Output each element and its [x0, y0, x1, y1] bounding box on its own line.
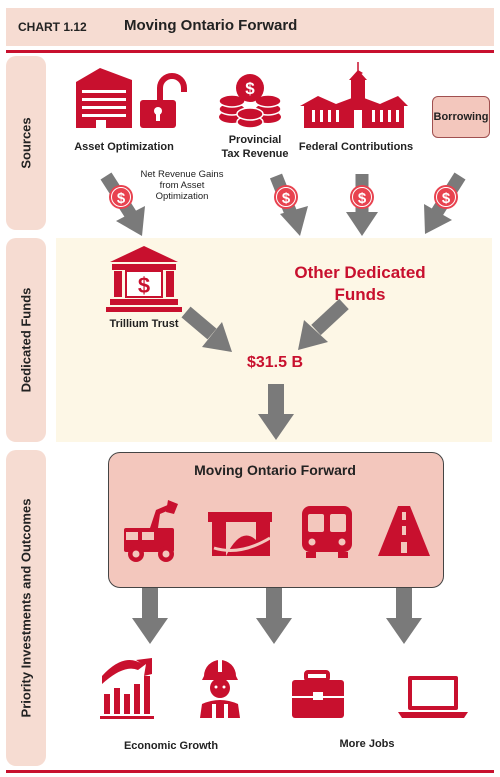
net-revenue-gains-line2: from Asset	[159, 180, 205, 191]
net-revenue-gains-line3: Optimization	[155, 191, 209, 202]
svg-text:$: $	[358, 190, 367, 207]
svg-text:$: $	[138, 273, 150, 298]
arrow-trillium-to-total	[181, 306, 232, 352]
provincial-tax-label-line2: Tax Revenue	[221, 148, 289, 160]
construction-worker-icon	[200, 660, 240, 718]
unlocked-padlock-icon	[140, 73, 187, 128]
dollar-coin-icon: $	[274, 185, 298, 209]
other-dedicated-funds-line1: Other Dedicated	[294, 263, 426, 282]
arrow-outcome-2	[256, 588, 292, 644]
asset-optimization-label: Asset Optimization	[74, 141, 174, 153]
svg-text:$: $	[117, 190, 126, 207]
net-revenue-gains-line1: Net Revenue Gains	[140, 169, 224, 180]
moving-ontario-forward-box	[108, 452, 444, 588]
coin-stack-icon: $	[218, 74, 282, 129]
arrow-outcome-1	[132, 588, 168, 644]
construction-vehicle-icon	[124, 500, 178, 562]
arrow-other-to-total	[298, 298, 349, 350]
provincial-tax-label-line1: Provincial	[228, 134, 282, 146]
bottom-rule	[6, 770, 494, 773]
trillium-trust-label: Trillium Trust	[109, 318, 179, 330]
svg-text:$: $	[245, 79, 255, 98]
more-jobs-label: More Jobs	[339, 738, 395, 750]
arrow-outcome-3	[386, 588, 422, 644]
sources-band	[6, 56, 46, 230]
svg-text:$: $	[442, 190, 451, 207]
bus-icon	[302, 506, 352, 558]
svg-text:$: $	[282, 190, 291, 207]
briefcase-icon	[292, 670, 344, 718]
arrow-total-to-outcomes	[258, 384, 294, 440]
federal-contributions-label: Federal Contributions	[298, 141, 414, 153]
top-rule	[6, 50, 494, 53]
other-dedicated-funds-line2: Funds	[334, 285, 386, 304]
borrowing-box: Borrowing	[432, 96, 490, 138]
road-icon	[378, 506, 430, 556]
growth-chart-icon	[100, 658, 154, 719]
total-funds-value: $31.5 B	[246, 354, 304, 371]
economic-growth-label: Economic Growth	[123, 740, 219, 752]
moving-ontario-forward-box-title: Moving Ontario Forward	[194, 462, 356, 478]
chart-title: Moving Ontario Forward	[124, 17, 298, 34]
office-building-icon	[76, 68, 132, 128]
chart-number: CHART 1.12	[18, 20, 87, 34]
dedicated-funds-band	[6, 238, 46, 442]
chart-header	[6, 8, 494, 46]
dollar-coin-icon: $	[350, 185, 374, 209]
bank-dollar-icon: $	[106, 246, 182, 312]
dollar-coin-icon: $	[109, 185, 133, 209]
laptop-icon	[398, 676, 468, 718]
priority-band	[6, 450, 46, 766]
parliament-building-icon	[300, 62, 408, 128]
dollar-coin-icon: $	[434, 185, 458, 209]
bridge-icon	[208, 512, 272, 556]
